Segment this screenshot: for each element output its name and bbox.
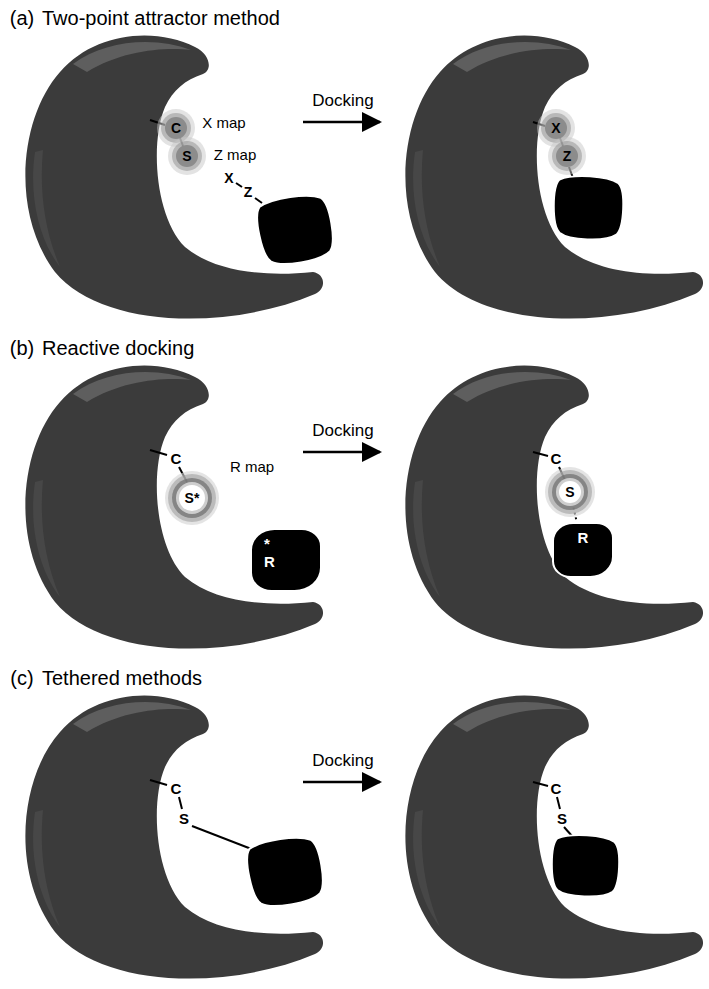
map-label: R map bbox=[230, 459, 274, 474]
atom-symbol: S bbox=[182, 149, 191, 163]
linker-atom: X bbox=[224, 171, 233, 185]
arrow-label: Docking bbox=[312, 92, 373, 109]
reactive-map-ring: S* bbox=[179, 485, 205, 511]
atom-label: C bbox=[171, 451, 182, 466]
panel-c-art bbox=[25, 696, 703, 979]
atom-label: S bbox=[179, 811, 189, 826]
atom-label: S bbox=[557, 811, 567, 826]
panel-a-art bbox=[25, 36, 703, 319]
arrow-label: Docking bbox=[312, 422, 373, 439]
panel-letter: (b) bbox=[10, 338, 34, 358]
bond-line bbox=[572, 503, 576, 522]
atom-symbol: R bbox=[264, 554, 275, 569]
atom-symbol: C bbox=[171, 121, 181, 135]
atom-symbol: Z bbox=[563, 149, 572, 163]
ligand-shape: R bbox=[552, 522, 614, 578]
map-label: Z map bbox=[214, 147, 257, 162]
atom-symbol: X bbox=[551, 121, 560, 135]
linker-atom: Z bbox=[244, 185, 253, 199]
panel-b-art bbox=[25, 366, 703, 649]
ligand-shape: *R bbox=[250, 528, 322, 592]
panel-letter: (a) bbox=[10, 8, 34, 28]
atom-symbol: S* bbox=[185, 491, 200, 505]
attractor-atom: Z bbox=[556, 145, 578, 167]
atom-label: C bbox=[551, 451, 562, 466]
atom-label: C bbox=[171, 781, 182, 796]
attractor-atom: S bbox=[176, 145, 198, 167]
atom-symbol: S bbox=[565, 485, 574, 499]
atom-symbol: R bbox=[578, 530, 589, 545]
attractor-atom: X bbox=[545, 117, 567, 139]
atom-label: C bbox=[551, 781, 562, 796]
panel-title: Reactive docking bbox=[42, 338, 194, 358]
panel-title: Tethered methods bbox=[42, 668, 202, 688]
arrow-label: Docking bbox=[312, 752, 373, 769]
panel-title: Two-point attractor method bbox=[42, 8, 280, 28]
panel-letter: (c) bbox=[10, 668, 33, 688]
reactive-map-ring: S bbox=[559, 481, 581, 503]
map-label: X map bbox=[202, 115, 245, 130]
attractor-atom: C bbox=[165, 117, 187, 139]
atom-symbol: * bbox=[264, 536, 270, 551]
